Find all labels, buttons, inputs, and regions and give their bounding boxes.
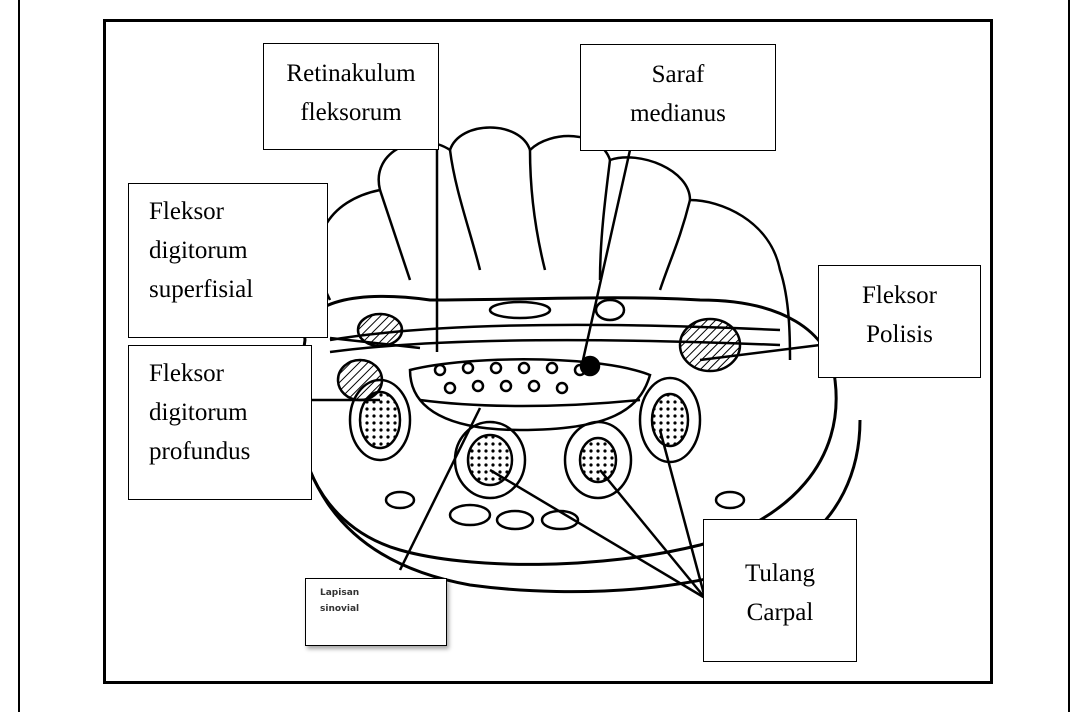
label-saraf-text: Saraf medianus: [581, 55, 775, 133]
label-sinovial-text: Lapisan sinovial: [306, 579, 446, 617]
label-retinakulum-fleksorum: Retinakulum fleksorum: [263, 43, 439, 150]
label-fleksor-digitorum-profundus: Fleksor digitorum profundus: [128, 345, 312, 500]
label-saraf-medianus: Saraf medianus: [580, 44, 776, 151]
label-polisis-text: Fleksor Polisis: [819, 276, 980, 354]
label-lapisan-sinovial: Lapisan sinovial: [305, 578, 447, 646]
label-fleksor-digitorum-superfisial: Fleksor digitorum superfisial: [128, 183, 328, 338]
label-superfisial-text: Fleksor digitorum superfisial: [149, 192, 327, 309]
label-fleksor-polisis: Fleksor Polisis: [818, 265, 981, 378]
label-retinakulum-text: Retinakulum fleksorum: [264, 54, 438, 132]
label-profundus-text: Fleksor digitorum profundus: [149, 354, 311, 471]
label-carpal-text: Tulang Carpal: [704, 554, 856, 632]
label-tulang-carpal: Tulang Carpal: [703, 519, 857, 662]
